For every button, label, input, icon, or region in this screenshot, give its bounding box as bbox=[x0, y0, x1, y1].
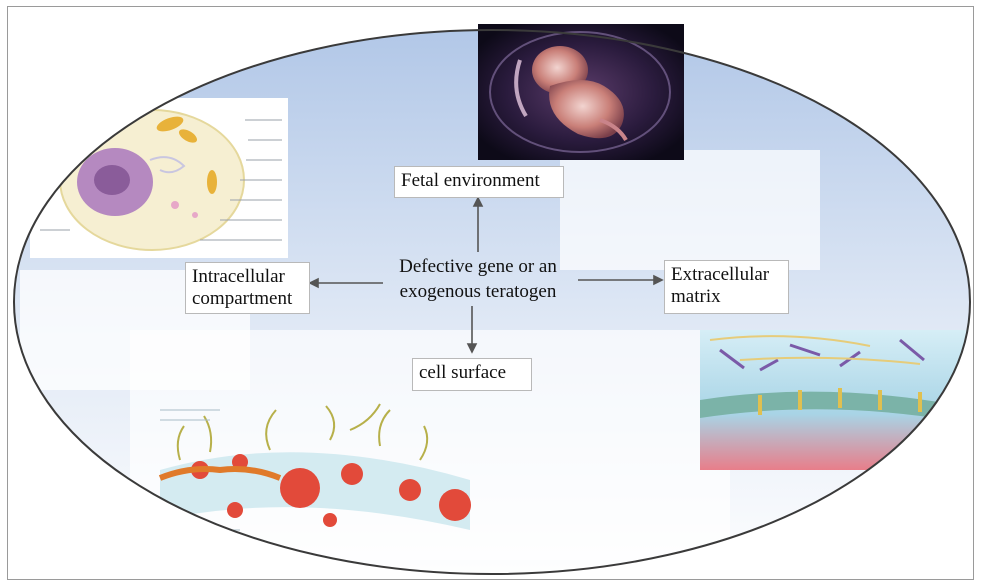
node-extracellular-line2: matrix bbox=[671, 286, 782, 308]
extracellular-matrix-image bbox=[700, 330, 972, 470]
node-intracellular-line1: Intracellular bbox=[192, 266, 303, 288]
node-extracellular-line1: Extracellular bbox=[671, 264, 782, 286]
node-extracellular-matrix: Extracellular matrix bbox=[664, 260, 789, 314]
node-fetal-environment: Fetal environment bbox=[394, 166, 564, 198]
node-cell-surface-label: cell surface bbox=[419, 362, 506, 383]
center-line2: exogenous teratogen bbox=[378, 279, 578, 304]
node-fetal-environment-label: Fetal environment bbox=[401, 170, 540, 191]
node-cell-surface: cell surface bbox=[412, 358, 532, 391]
center-line1: Defective gene or an bbox=[378, 254, 578, 279]
cell-diagram-image bbox=[30, 98, 288, 258]
fetus-image bbox=[478, 24, 684, 160]
node-intracellular-line2: compartment bbox=[192, 288, 303, 310]
node-intracellular-compartment: Intracellular compartment bbox=[185, 262, 310, 314]
center-node-teratogen: Defective gene or an exogenous teratogen bbox=[378, 254, 578, 304]
